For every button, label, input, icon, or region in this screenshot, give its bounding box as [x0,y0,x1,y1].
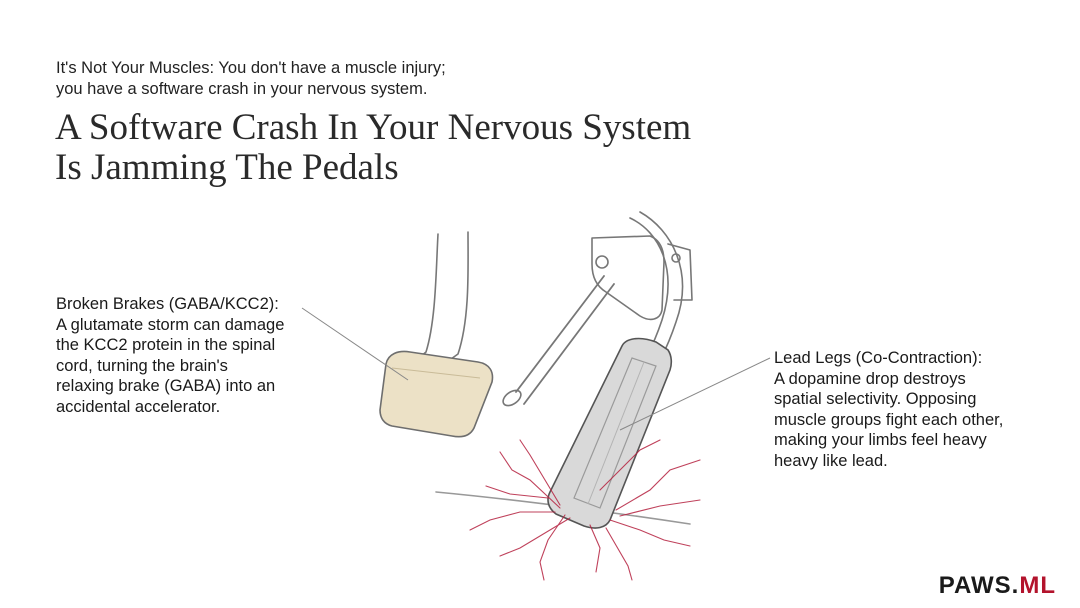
brake-pedal-pad [379,350,494,438]
title-line-1: A Software Crash In Your Nervous System [55,107,692,148]
kicker-line-2: you have a software crash in your nervou… [56,80,428,98]
callout-right-line: making your limbs feel heavy [774,431,987,449]
title-line-2: Is Jamming The Pedals [55,147,399,188]
right-leader-line [619,357,771,431]
nerve-cracks [469,439,701,581]
callout-lead-legs: Lead Legs (Co-Contraction): A dopamine d… [774,348,1044,471]
brand-suffix: ML [1019,572,1056,599]
left-leader-line [301,307,409,381]
header-kicker: It's Not Your Muscles: You don't have a … [56,58,576,100]
callout-right-line: spatial selectivity. Opposing [774,390,977,408]
kicker-line-1: It's Not Your Muscles: You don't have a … [56,59,446,77]
accelerator-rod [515,275,605,393]
callout-right-line: Lead Legs (Co-Contraction): [774,349,983,367]
brake-pedal-arm [413,233,439,363]
callout-left-line: accidental accelerator. [56,397,221,416]
callout-left-line: Broken Brakes (GABA/KCC2): [56,295,279,313]
callout-left-line: the KCC2 protein in the spinal [56,336,276,354]
callout-right-line: muscle groups fight each other, [774,410,1004,429]
callout-left-line: cord, turning the brain's [56,356,228,375]
accelerator-pedal-pad [547,337,673,529]
page-title: A Software Crash In Your Nervous System … [55,108,815,188]
callout-broken-brakes: Broken Brakes (GABA/KCC2): A glutamate s… [56,294,326,417]
callout-right-line: heavy like lead. [774,451,888,470]
pedal-bracket [591,235,665,321]
brand-prefix: PAWS. [938,572,1020,599]
callout-left-line: relaxing brake (GABA) into an [56,377,276,395]
bracket-bolt-icon [595,255,609,269]
brand-logo: PAWS.ML [939,572,1056,600]
callout-left-line: A glutamate storm can damage [56,315,285,334]
callout-right-line: A dopamine drop destroys [774,369,966,388]
